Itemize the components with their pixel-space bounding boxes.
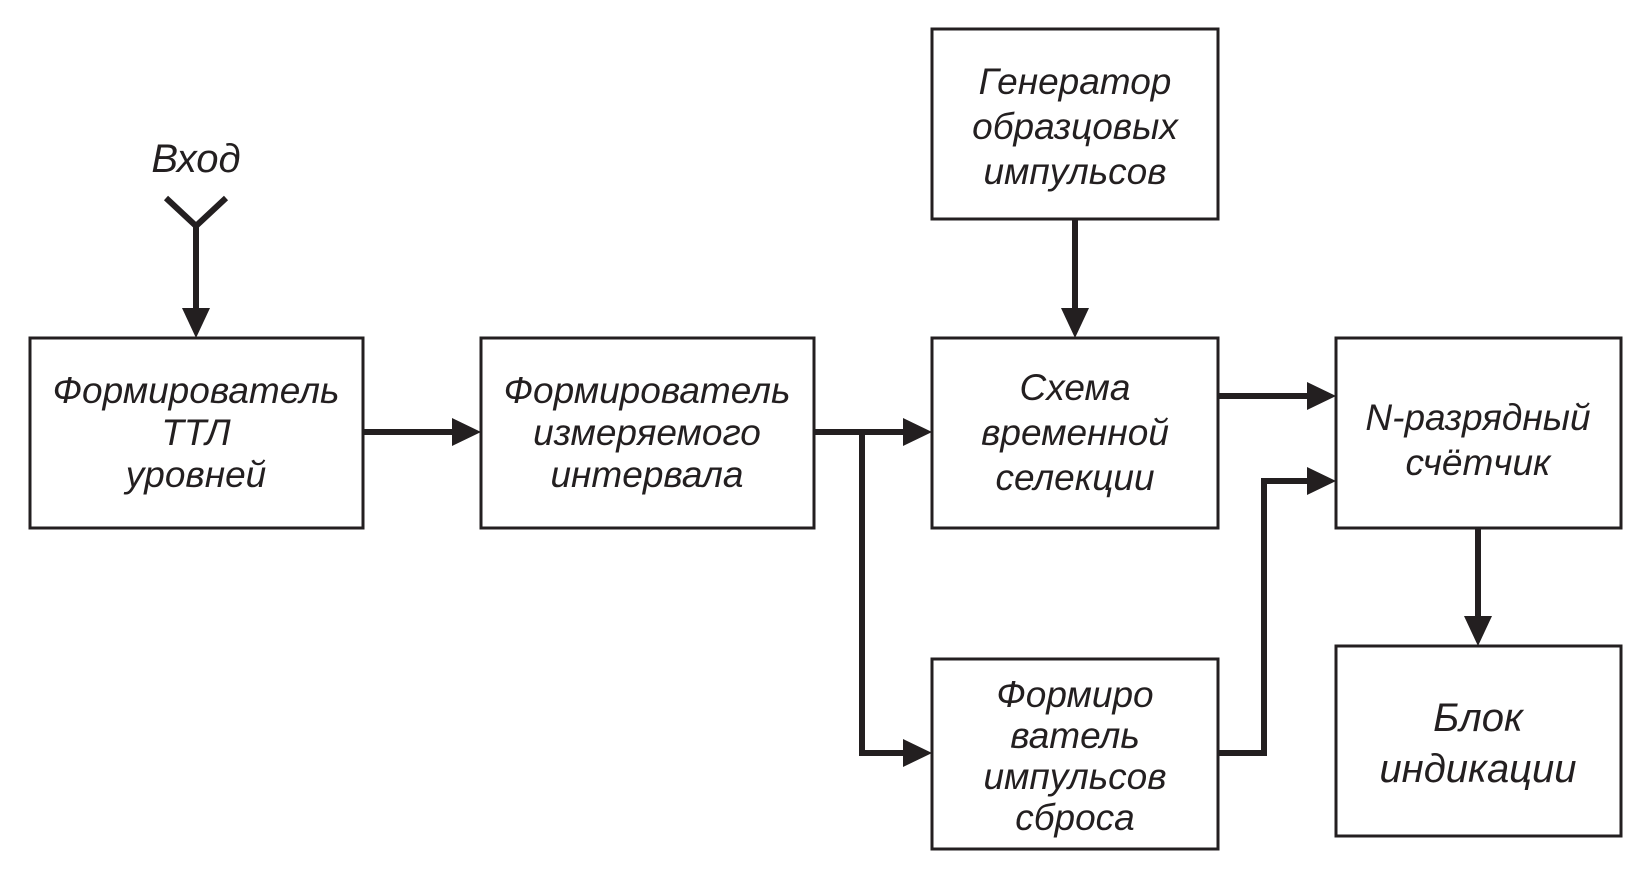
block-pulse-generator: Генератор образцовых импульсов [930,27,1220,221]
input-antenna-icon [163,195,229,338]
block-reset-shaper-line-1: Формиро [996,674,1153,715]
connector-selector-to-counter [1218,382,1336,410]
block-display-line-1: Блок [1433,696,1525,740]
block-time-selector-line-3: селекции [995,457,1154,498]
block-counter-line-2: счётчик [1405,442,1552,483]
block-reset-shaper-line-4: сброса [1015,797,1135,838]
block-pulse-generator-line-3: импульсов [983,151,1166,192]
block-interval-shaper-line-3: интервала [550,454,743,495]
block-counter: N-разрядный счётчик [1334,336,1623,530]
input-label: Вход [151,137,240,181]
connector-reset-to-counter [1218,467,1336,756]
connector-interval-to-selector [814,418,932,446]
block-ttl-shaper: Формирователь ТТЛ уровней [28,336,365,530]
block-interval-shaper-line-2: измеряемого [533,412,761,453]
connector-branch-to-reset [859,432,932,767]
connector-generator-to-selector [1061,219,1089,338]
block-interval-shaper-line-1: Формирователь [504,370,791,411]
block-time-selector-line-2: временной [981,412,1169,453]
block-pulse-generator-line-1: Генератор [979,61,1172,102]
block-ttl-shaper-line-2: ТТЛ [161,412,231,453]
connector-ttl-to-interval [363,418,481,446]
connector-counter-to-display [1464,528,1492,646]
block-reset-shaper-line-2: ватель [1010,715,1140,756]
block-reset-shaper-line-3: импульсов [983,756,1166,797]
block-reset-shaper: Формиро ватель импульсов сброса [930,657,1220,851]
block-interval-shaper: Формирователь измеряемого интервала [479,336,816,530]
block-display: Блок индикации [1334,644,1623,838]
block-time-selector-line-1: Схема [1020,367,1131,408]
block-ttl-shaper-line-3: уровней [123,454,266,495]
block-ttl-shaper-line-1: Формирователь [53,370,340,411]
block-time-selector: Схема временной селекции [930,336,1220,530]
block-display-line-2: индикации [1379,747,1576,791]
block-pulse-generator-line-2: образцовых [972,106,1179,147]
block-counter-line-1: N-разрядный [1365,397,1590,438]
